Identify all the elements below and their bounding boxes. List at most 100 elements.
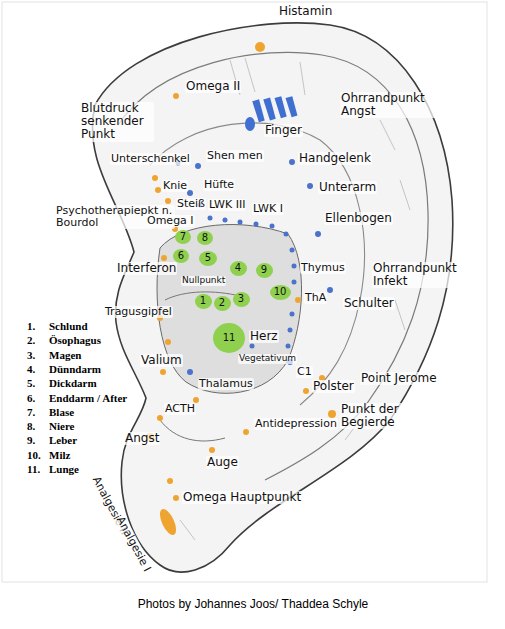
list-item: Leber [49, 434, 77, 446]
list-item-box: Niere [48, 420, 75, 432]
point-label-box: Steiß [176, 198, 206, 210]
point-label: ThA [305, 291, 326, 304]
point-label: Unterschenkel [111, 152, 190, 165]
point-label: Auge [207, 455, 238, 469]
point-label: Histamin [279, 4, 332, 18]
zone-number: 4 [235, 263, 241, 273]
point-label-box: ACTH [164, 403, 196, 415]
point-label-box: C1 [296, 366, 313, 378]
point-label-box: Auge [206, 456, 239, 469]
point-label: Analgesie I [114, 514, 154, 573]
point-label: LWK III [209, 198, 245, 211]
organ-zone: 5 [199, 251, 217, 266]
organ-zone: 11 [213, 323, 245, 353]
list-number-box: 6. [26, 392, 36, 404]
point-label-box: Handgelenk [298, 152, 372, 165]
list-number-box: 10. [26, 449, 42, 461]
organ-zone: 1 [195, 294, 212, 309]
point-label: Steiß [177, 197, 205, 210]
list-number: 2. [27, 334, 35, 346]
point-label: LWK I [253, 202, 283, 215]
point-label-box: Ohrrandpunkt Angst [340, 92, 437, 118]
list-number: 7. [27, 406, 35, 418]
point-label: Omega I [147, 214, 194, 227]
point-label-box: Herz [249, 330, 279, 343]
point-label-box: Interferon [116, 262, 177, 275]
organ-zone: 2 [214, 296, 231, 311]
point-label-box: Thymus [300, 262, 346, 274]
list-number: 5. [27, 377, 35, 389]
list-item: Ösophagus [49, 334, 101, 346]
point-label: Angst [125, 431, 159, 445]
point-label: Polster [313, 379, 354, 393]
point-label: Finger [265, 123, 302, 137]
point-label: Unterarm [319, 180, 376, 194]
point-label: Hüfte [204, 178, 234, 191]
organ-zone: 6 [173, 249, 189, 263]
point-label-box: Ohrrandpunkt Infekt [372, 262, 472, 288]
point-label: Interferon [117, 261, 176, 275]
point-label: Ellenbogen [325, 211, 392, 225]
point-label-box: Omega I [146, 215, 195, 227]
list-item-box: Milz [48, 449, 71, 461]
point-label-box: Nullpunkt [181, 276, 226, 286]
antitragus [160, 420, 225, 441]
point-label-box: Finger [264, 124, 303, 137]
list-item-box: Blase [48, 406, 75, 418]
point-label: Schulter [344, 296, 394, 310]
list-item-box: Ösophagus [48, 334, 102, 346]
list-number-box: 11. [26, 463, 41, 475]
list-item-box: Leber [48, 434, 78, 446]
point-label: Ohrrandpunkt Infekt [373, 261, 457, 288]
list-item-box: Schlund [48, 320, 89, 332]
point-label-box: ThA [304, 292, 327, 304]
point-label: Omega II [186, 79, 240, 93]
point-label-box: Hüfte [203, 179, 235, 191]
list-number-box: 1. [26, 320, 36, 332]
list-number: 11. [27, 463, 40, 475]
list-item-box: Dünndarm [48, 363, 102, 375]
point-label-box: Analgesie I [113, 514, 153, 575]
zone-number: 7 [180, 232, 186, 242]
point-label-box: Ellenbogen [324, 212, 393, 225]
list-item-box: Enddarm / After [48, 392, 128, 404]
point-label-box: Valium [140, 354, 183, 367]
organ-zone: 3 [233, 292, 250, 307]
point-label-box: Unterarm [318, 181, 377, 194]
organ-zone: 8 [197, 231, 213, 245]
orange-points [146, 42, 336, 537]
list-item: Lunge [49, 463, 79, 475]
point-label-box: Antidepression [254, 418, 338, 430]
list-item: Dünndarm [49, 363, 101, 375]
point-label: Nullpunkt [182, 275, 225, 285]
point-label: ACTH [165, 402, 195, 415]
point-label-box: Knie [162, 180, 188, 192]
point-label-box: Histamin [278, 5, 333, 18]
list-item: Milz [49, 449, 70, 461]
point-label: Shen men [207, 149, 263, 162]
point-label-box: Omega II [185, 80, 241, 93]
list-number: 6. [27, 392, 35, 404]
point-label: Valium [141, 353, 182, 367]
zone-number: 10 [274, 287, 287, 297]
zone-number: 6 [178, 251, 184, 261]
point-label-box: Tragusgipfel [104, 306, 173, 318]
point-label: Tragusgipfel [105, 305, 172, 318]
point-label-box: Schulter [343, 297, 395, 310]
list-item: Magen [49, 349, 81, 361]
organ-zone: 7 [175, 230, 191, 244]
zone-number: 9 [261, 265, 267, 275]
point-label-box: Unterschenkel [110, 153, 191, 165]
point-label: Vegetativum [239, 353, 296, 363]
list-item: Blase [49, 406, 74, 418]
point-label: Thalamus [199, 377, 253, 390]
point-label-box: LWK I [252, 203, 284, 215]
list-number-box: 8. [26, 420, 36, 432]
zone-number: 5 [205, 253, 211, 263]
point-label: Punkt der Begierde [341, 402, 399, 429]
zone-number: 1 [200, 296, 206, 306]
list-item-box: Lunge [48, 463, 80, 475]
list-number: 1. [27, 320, 35, 332]
zone-number: 3 [238, 294, 244, 304]
